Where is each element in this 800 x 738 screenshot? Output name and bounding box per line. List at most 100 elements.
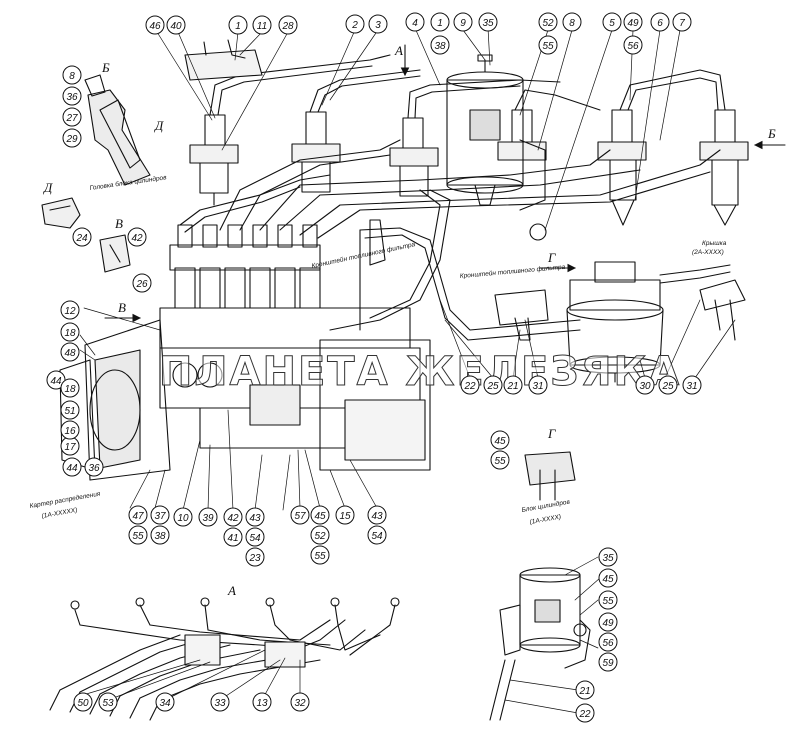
callout-10: 10: [177, 513, 189, 524]
watermark-text: ПЛАНЕТА ЖЕЛЕЗЯКА: [159, 349, 681, 395]
injector-3: [389, 117, 439, 197]
note-distribution-case-code: (1А-XXXXX): [41, 507, 78, 520]
callout-52b: 52: [314, 531, 326, 542]
view-letter-a-top: А: [394, 43, 403, 58]
callout-17: 17: [64, 442, 76, 453]
view-letter-b-right: Б: [767, 126, 776, 141]
cover-bracket: [699, 279, 746, 341]
callout-37: 37: [154, 511, 166, 522]
injector-1: [189, 114, 239, 206]
callout-1b: 1: [437, 18, 443, 29]
callout-3: 3: [375, 20, 381, 31]
callout-31b: 31: [686, 381, 697, 392]
callout-42a: 42: [131, 233, 143, 244]
callout-6: 6: [657, 18, 663, 29]
callout-23a: 23: [248, 553, 261, 564]
callout-46: 46: [149, 21, 161, 32]
callout-54a: 54: [249, 533, 261, 544]
callout-36a: 36: [66, 92, 78, 103]
low-pressure-lines: [329, 189, 731, 341]
note-cyl-block: Блок цилиндров: [521, 498, 571, 514]
callout-33: 33: [214, 698, 226, 709]
callout-4: 4: [412, 18, 418, 29]
callout-49b: 49: [602, 618, 614, 629]
injector-4: [497, 109, 547, 161]
callout-30: 30: [639, 381, 651, 392]
callout-50: 50: [77, 698, 89, 709]
view-letter-a-bottom: А: [227, 583, 236, 598]
callout-38b: 38: [154, 531, 166, 542]
callout-43a: 43: [249, 513, 261, 524]
fuel-filter-right: [494, 261, 664, 383]
injector-6: [699, 109, 749, 226]
callout-42b: 42: [227, 513, 239, 524]
callout-27: 27: [65, 113, 78, 124]
callout-15: 15: [339, 511, 351, 522]
high-pressure-lines: [179, 54, 726, 239]
callout-56b: 56: [602, 638, 614, 649]
callout-53: 53: [102, 698, 114, 709]
filter-detail-bottom: [489, 567, 591, 721]
callout-2: 2: [351, 20, 358, 31]
callout-34: 34: [159, 698, 171, 709]
callout-9: 9: [460, 18, 466, 29]
detail-d-part: [41, 197, 81, 229]
view-letter-d-left: Д: [42, 180, 53, 195]
callout-45b: 45: [494, 436, 506, 447]
callout-45a: 45: [314, 511, 326, 522]
callout-21a: 21: [506, 381, 518, 392]
callout-59: 59: [602, 658, 614, 669]
note-lid: Крышка: [702, 240, 727, 247]
detail-b-section: [84, 74, 151, 186]
callout-5: 5: [609, 18, 615, 29]
note-bracket-fuel: Кронштейн топливного фильтра: [311, 240, 416, 270]
callout-7: 7: [679, 18, 685, 29]
callout-55e: 55: [602, 596, 614, 607]
view-letter-g-top: Г: [547, 250, 556, 265]
fuel-pump: [159, 219, 431, 471]
view-letter-d-upper: Д: [153, 118, 164, 133]
callout-31a: 31: [532, 381, 543, 392]
callout-43b: 43: [371, 511, 383, 522]
callout-55c: 55: [314, 551, 326, 562]
callout-40: 40: [170, 21, 182, 32]
detail-g-bracket: [524, 451, 576, 501]
callout-36b: 36: [88, 463, 100, 474]
callout-22a: 22: [463, 381, 476, 392]
callout-56a: 56: [627, 41, 639, 52]
note-bracket-fuel-2: Кронштейн топливного фильтра: [459, 263, 565, 280]
callout-29: 29: [65, 134, 78, 145]
callout-28: 28: [281, 21, 294, 32]
callout-48: 48: [64, 348, 76, 359]
fuel-filter-top: [446, 54, 547, 241]
callout-44b: 44: [66, 463, 78, 474]
callout-47: 47: [132, 511, 144, 522]
leader-lines: [79, 27, 736, 714]
callout-55b: 55: [132, 531, 144, 542]
callout-16: 16: [64, 426, 76, 437]
callout-39: 39: [202, 513, 214, 524]
callout-54b: 54: [371, 531, 383, 542]
callout-12: 12: [64, 306, 76, 317]
callout-51: 51: [64, 406, 75, 417]
callout-25b: 25: [661, 381, 674, 392]
callout-49a: 49: [627, 18, 639, 29]
note-cyl-block-code: (1А-XXXX): [529, 514, 562, 526]
callout-52a: 52: [542, 18, 554, 29]
callout-25a: 25: [486, 381, 499, 392]
callout-18a: 18: [64, 328, 76, 339]
callout-55d: 55: [494, 456, 506, 467]
callout-numbers: 46 40 1 11 28 2 3 4 1 38 9 35 52 55 8 5 …: [50, 18, 697, 720]
view-letter-g-mid: Г: [547, 426, 556, 441]
callout-22b: 22: [578, 709, 591, 720]
callout-44a: 44: [50, 376, 62, 387]
view-letter-b-top: Б: [101, 60, 110, 75]
callout-1a: 1: [235, 21, 241, 32]
view-letters: А Б Б Д Д В В Г Г А: [42, 43, 776, 598]
injector-5: [597, 109, 647, 226]
detail-v-part: [99, 234, 131, 273]
callout-45c: 45: [602, 574, 614, 585]
top-left-bracket: [184, 39, 263, 81]
